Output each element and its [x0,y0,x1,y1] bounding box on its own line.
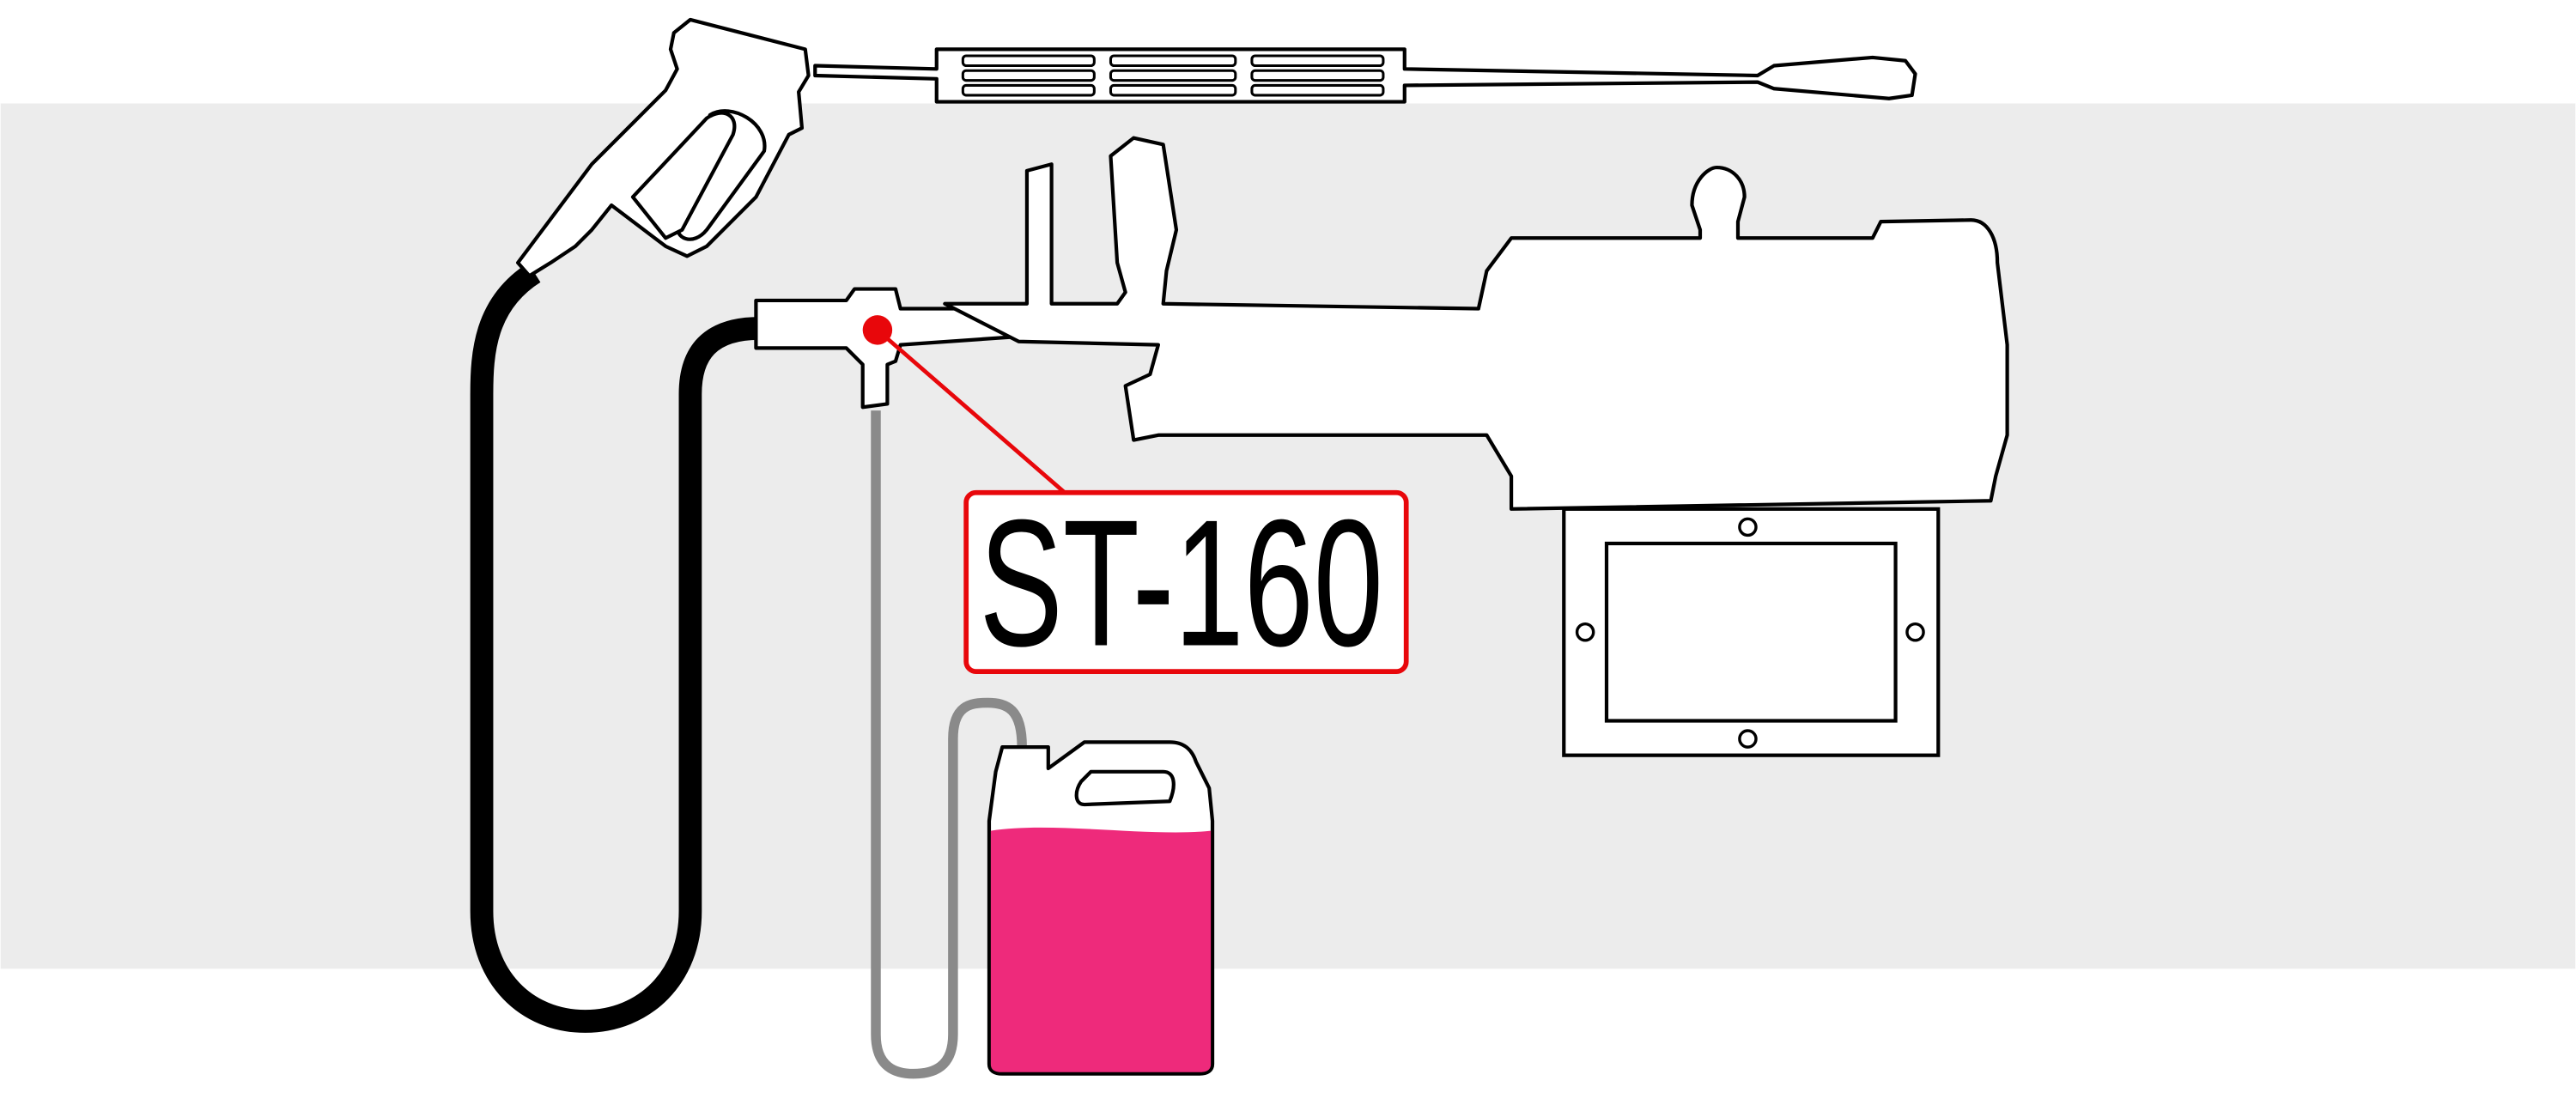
part-label-box [963,489,1409,675]
mounting-base [1562,507,1941,757]
chemical-jug [987,740,1215,1076]
bolt-icons [1575,517,1925,749]
part-label: ST-160 [979,483,1382,684]
callout: ST-160 [862,315,1409,684]
chemical-hose [871,410,1027,1079]
high-pressure-hose [470,263,760,1033]
spray-wand [813,47,1917,104]
callout-dot [862,315,893,345]
chemical-fluid [990,827,1212,1072]
injector [754,136,2009,511]
trigger-gun [516,17,811,278]
